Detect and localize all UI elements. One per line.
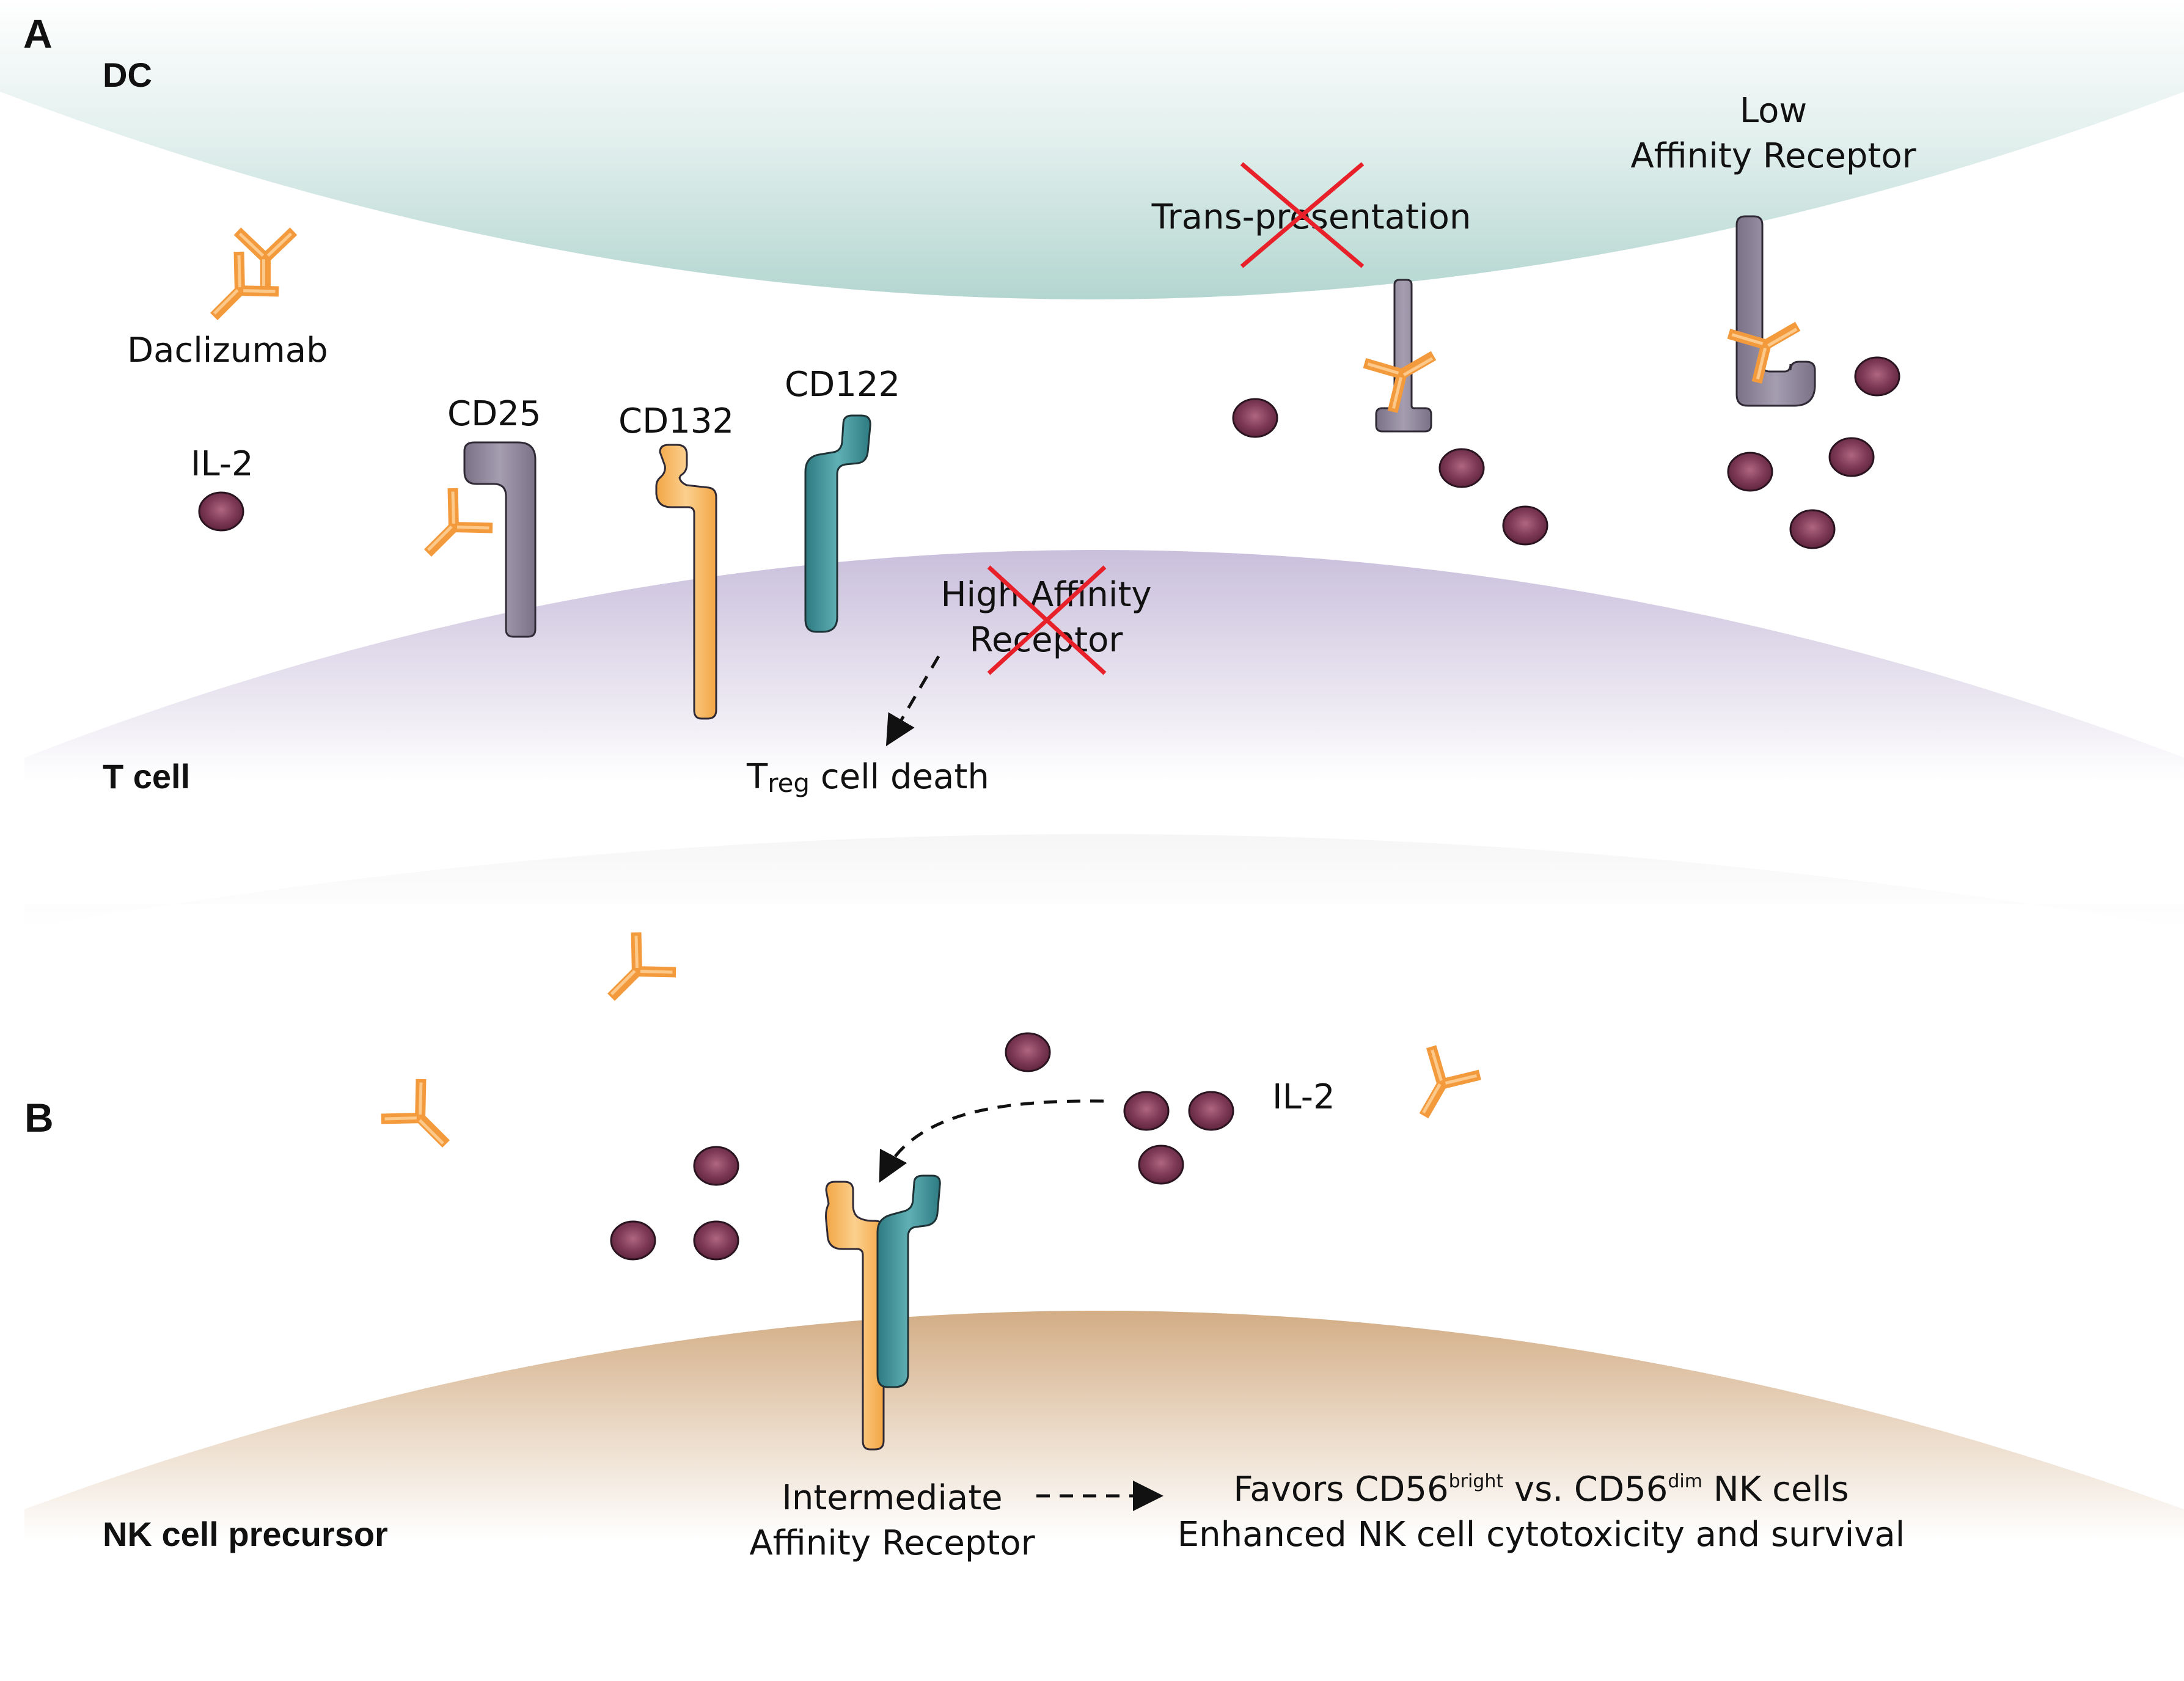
- high-affinity-line1: High Affinity: [940, 575, 1151, 615]
- tcell-membrane: [24, 550, 2184, 782]
- dc-cd25-receptor: [1375, 279, 1432, 433]
- arrow-to-treg-death: [885, 655, 940, 747]
- cd132-receptor: [655, 444, 717, 720]
- high-affinity-line2: Receptor: [970, 620, 1124, 660]
- trans-presentation-label: Trans-presentation: [1151, 197, 1471, 237]
- panel-a-letter: A: [23, 11, 53, 56]
- intermediate-line1: Intermediate: [782, 1478, 1002, 1518]
- low-affinity-line1: Low: [1740, 91, 1807, 131]
- il2-molecule: [1123, 1091, 1170, 1131]
- il2-molecule: [1789, 509, 1836, 549]
- outcome-line2: Enhanced NK cell cytotoxicity and surviv…: [1178, 1515, 1905, 1555]
- il2-molecule: [1828, 437, 1875, 477]
- cd25-label: CD25: [447, 394, 541, 434]
- il2-molecule: [1502, 505, 1548, 546]
- cd122-label: CD122: [785, 365, 900, 405]
- il2-molecule: [693, 1146, 739, 1186]
- il2-binding-arrow: [879, 1099, 1104, 1183]
- dc-membrane: [0, 0, 2184, 299]
- low-affinity-receptor: [1735, 215, 1816, 407]
- cd25-receptor: [463, 441, 537, 638]
- il2-label-b: IL-2: [1272, 1077, 1335, 1117]
- nk-membrane: [24, 1311, 2184, 1540]
- cd132-label: CD132: [618, 401, 734, 441]
- blocked-x-high-affinity: [987, 565, 1107, 675]
- il2-molecule: [1188, 1091, 1234, 1131]
- daclizumab-legend-icon: [237, 231, 293, 295]
- il2-molecule: [1232, 398, 1278, 438]
- intermediate-line2: Affinity Receptor: [749, 1523, 1035, 1563]
- il2-molecule: [610, 1220, 656, 1261]
- nk-cd132-receptor: [825, 1181, 885, 1451]
- low-affinity-line2: Affinity Receptor: [1630, 136, 1916, 176]
- dc-label: DC: [103, 56, 152, 94]
- il2-molecule: [1438, 448, 1485, 488]
- cd122-receptor: [804, 414, 871, 633]
- il2-molecules-b: [610, 1032, 1234, 1261]
- il2-legend-icon: [198, 491, 244, 532]
- daclizumab-bound-cd25: [408, 488, 493, 573]
- nk-label: NK cell precursor: [103, 1515, 388, 1553]
- daclizumab-free: [1399, 1047, 1480, 1130]
- outcome-line1: Favors CD56bright vs. CD56dim NK cells: [1233, 1470, 1849, 1509]
- daclizumab-label: Daclizumab: [127, 331, 328, 370]
- blocked-x-trans-presentation: [1240, 162, 1365, 268]
- nk-cd122-receptor: [876, 1174, 941, 1388]
- il2-legend-label: IL-2: [191, 444, 254, 484]
- panel-b-letter: B: [24, 1095, 54, 1140]
- panel-b-top-shade: [24, 834, 2184, 929]
- il2-molecule: [1854, 356, 1900, 397]
- il2-molecules-a: [1232, 356, 1900, 549]
- il2-molecule: [1005, 1032, 1051, 1072]
- daclizumab-free: [591, 932, 676, 1017]
- daclizumab-free: [381, 1079, 466, 1164]
- il2-molecule: [1727, 452, 1773, 492]
- tcell-label: T cell: [103, 757, 190, 796]
- il2-molecule: [693, 1220, 739, 1261]
- il2-molecule: [1138, 1144, 1184, 1185]
- treg-death-label: Treg cell death: [746, 757, 989, 798]
